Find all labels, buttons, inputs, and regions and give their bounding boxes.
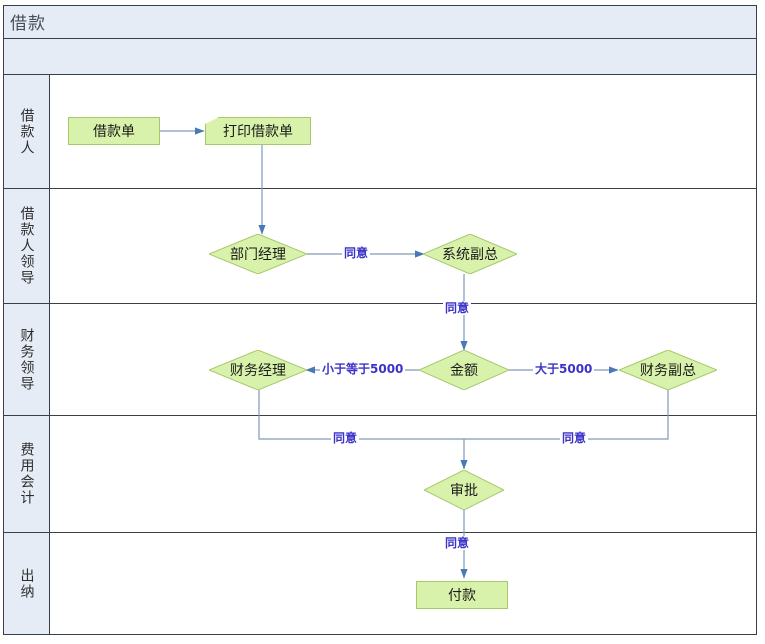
edge-label-agree-2: 同意	[443, 301, 472, 315]
swimlane-label-finance-leader: 财务领导	[4, 304, 50, 415]
node-label: 财务经理	[230, 363, 286, 379]
swimlane-expense-accountant: 费用会计	[4, 416, 756, 533]
node-label: 系统副总	[442, 247, 498, 263]
swimlane-label-text: 财务领导	[18, 327, 35, 392]
diamond-shape-icon	[209, 350, 307, 390]
swimlane-label-cashier: 出纳	[4, 533, 50, 634]
swimlane-label-text: 借款人	[18, 107, 35, 156]
swimlane-body-cashier	[50, 533, 756, 634]
swimlane-label-expense-accountant: 费用会计	[4, 416, 50, 532]
swimlane-frame: 借款 借款人 借款人领导 财务领导 费用会计	[3, 5, 757, 635]
diagram-title: 借款	[10, 14, 46, 34]
diagram-subheader-bar	[4, 39, 756, 75]
node-amount-decision[interactable]: 金额	[419, 350, 509, 390]
node-finance-vice-president[interactable]: 财务副总	[619, 350, 717, 390]
swimlane-body-borrower-leader	[50, 189, 756, 303]
diamond-shape-icon	[209, 234, 307, 274]
node-label: 部门经理	[230, 247, 286, 263]
swimlane-label-borrower: 借款人	[4, 75, 50, 188]
node-print-loan-form[interactable]: 打印借款单	[205, 117, 311, 145]
node-label: 金额	[450, 363, 478, 379]
diagram-title-bar: 借款	[4, 6, 756, 39]
swimlane-label-text: 费用会计	[18, 442, 35, 506]
swimlane-borrower-leader: 借款人领导	[4, 189, 756, 304]
node-label: 打印借款单	[223, 124, 293, 140]
swimlane-body-expense-accountant	[50, 416, 756, 532]
node-system-vice-president[interactable]: 系统副总	[423, 234, 517, 274]
diamond-shape-icon	[423, 234, 517, 274]
edge-label-le-5000: 小于等于5000	[320, 362, 406, 376]
swimlane-label-borrower-leader: 借款人领导	[4, 189, 50, 303]
node-label: 审批	[450, 483, 478, 499]
diamond-shape-icon	[424, 470, 504, 510]
node-finance-manager[interactable]: 财务经理	[209, 350, 307, 390]
node-label: 付款	[448, 588, 476, 604]
edge-label-agree-4: 同意	[560, 431, 589, 445]
edge-label-agree-3: 同意	[331, 431, 360, 445]
swimlane-cashier: 出纳	[4, 533, 756, 634]
node-approval[interactable]: 审批	[424, 470, 504, 510]
edge-label-agree-5: 同意	[443, 536, 472, 550]
diamond-shape-icon	[619, 350, 717, 390]
swimlane-label-text: 出纳	[18, 567, 35, 600]
edge-label-gt-5000: 大于5000	[533, 362, 595, 376]
edge-label-agree-1: 同意	[342, 246, 371, 260]
node-label: 财务副总	[640, 363, 696, 379]
node-department-manager[interactable]: 部门经理	[209, 234, 307, 274]
diamond-shape-icon	[419, 350, 509, 390]
node-loan-form[interactable]: 借款单	[68, 117, 160, 145]
swimlane-label-text: 借款人领导	[18, 206, 35, 286]
node-label: 借款单	[93, 124, 135, 140]
node-payment[interactable]: 付款	[416, 581, 508, 609]
